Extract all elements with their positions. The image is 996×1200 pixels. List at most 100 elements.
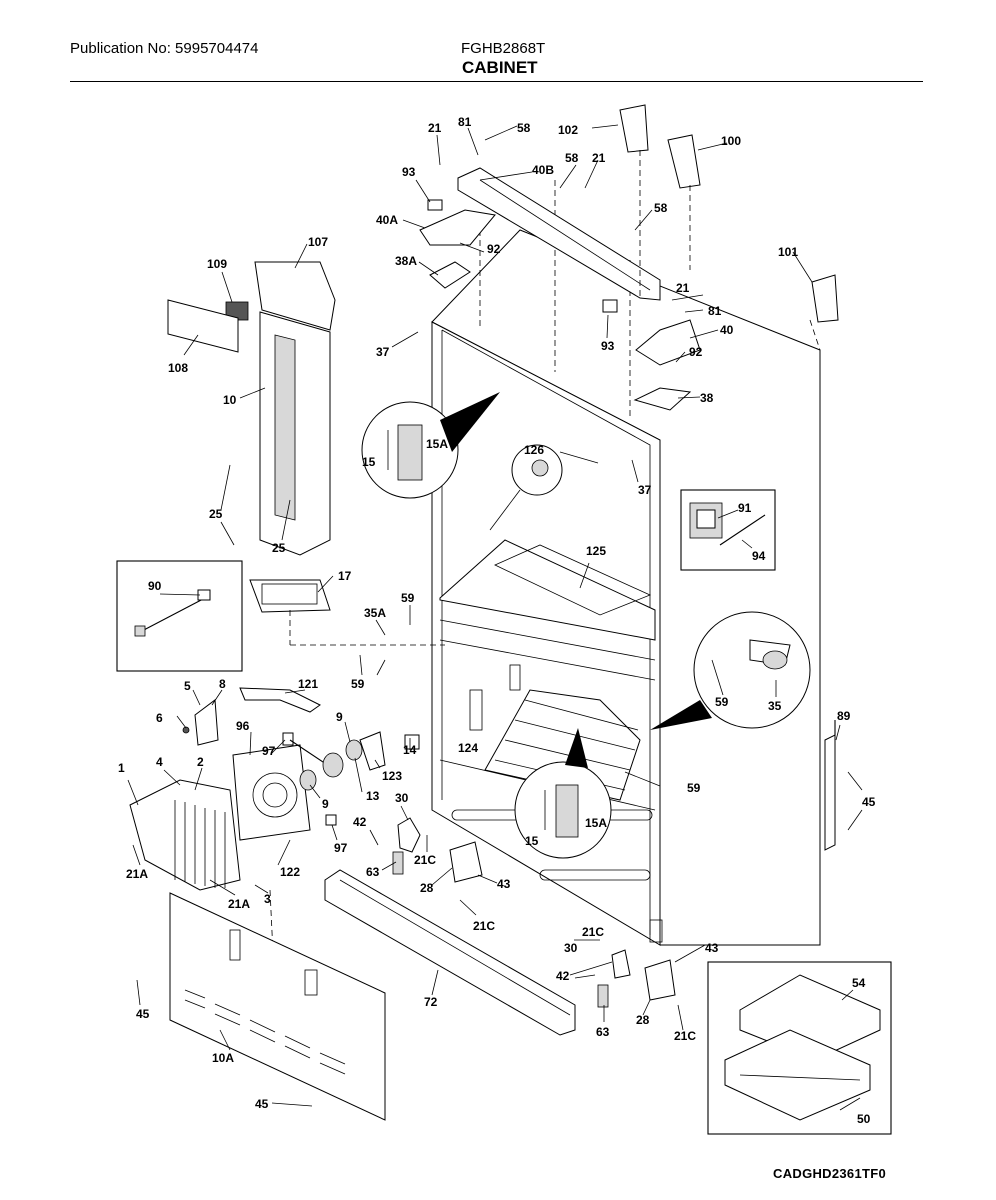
callout-label: 3 bbox=[264, 892, 271, 906]
callout-label: 25 bbox=[272, 541, 286, 555]
callout-label: 81 bbox=[458, 115, 472, 129]
callout-label: 1 bbox=[118, 761, 125, 775]
inset-box-50 bbox=[707, 961, 892, 1135]
callout-label: 37 bbox=[376, 345, 390, 359]
callout-label: 9 bbox=[336, 710, 343, 724]
callout-labels: 1 2 3 4 5 6 8 9 9 10 10A 13 14 15 15A 15… bbox=[118, 115, 876, 1126]
callout-label: 42 bbox=[353, 815, 367, 829]
callout-label: 90 bbox=[148, 579, 162, 593]
page-title: CABINET bbox=[462, 58, 538, 77]
callout-label: 81 bbox=[708, 304, 722, 318]
rear-access-panel bbox=[169, 892, 386, 1121]
callout-label: 43 bbox=[497, 877, 511, 891]
callout-label: 13 bbox=[366, 789, 380, 803]
callout-label: 37 bbox=[638, 483, 652, 497]
callout-label: 108 bbox=[168, 361, 188, 375]
callout-label: 93 bbox=[601, 339, 615, 353]
callout-label: 28 bbox=[636, 1013, 650, 1027]
callout-label: 43 bbox=[705, 941, 719, 955]
callout-label: 21 bbox=[676, 281, 690, 295]
side-panel-89 bbox=[824, 720, 836, 851]
callout-label: 40B bbox=[532, 163, 554, 177]
callout-label: 2 bbox=[197, 755, 204, 769]
callout-label: 93 bbox=[402, 165, 416, 179]
callout-label: 15 bbox=[525, 834, 539, 848]
callout-label: 102 bbox=[558, 123, 578, 137]
leader-lines bbox=[127, 124, 863, 1111]
callout-label: 97 bbox=[262, 744, 276, 758]
callout-label: 101 bbox=[778, 245, 798, 259]
callout-label: 123 bbox=[382, 769, 402, 783]
callout-label: 92 bbox=[689, 345, 703, 359]
callout-label: 63 bbox=[366, 865, 380, 879]
detail-callout-right bbox=[650, 611, 811, 730]
model-number: FGHB2868T bbox=[461, 40, 546, 57]
air-duct-assembly bbox=[167, 261, 445, 646]
callout-label: 126 bbox=[524, 443, 544, 457]
toe-grille bbox=[324, 869, 576, 1036]
callout-label: 4 bbox=[156, 755, 163, 769]
callout-label: 89 bbox=[837, 709, 851, 723]
callout-label: 14 bbox=[403, 743, 417, 757]
callout-label: 42 bbox=[556, 969, 570, 983]
callout-label: 72 bbox=[424, 995, 438, 1009]
callout-label: 40 bbox=[720, 323, 734, 337]
callout-label: 38A bbox=[395, 254, 417, 268]
callout-label: 124 bbox=[458, 741, 478, 755]
callout-label: 97 bbox=[334, 841, 348, 855]
callout-label: 30 bbox=[564, 941, 578, 955]
callout-label: 40A bbox=[376, 213, 398, 227]
callout-label: 58 bbox=[517, 121, 531, 135]
callout-label: 21C bbox=[674, 1029, 696, 1043]
condenser-fan-assembly bbox=[129, 687, 420, 996]
callout-label: 107 bbox=[308, 235, 328, 249]
callout-label: 28 bbox=[420, 881, 434, 895]
callout-label: 59 bbox=[351, 677, 365, 691]
callout-label: 121 bbox=[298, 677, 318, 691]
callout-label: 21 bbox=[428, 121, 442, 135]
detail-callout-126 bbox=[489, 444, 563, 531]
callout-label: 15 bbox=[362, 455, 376, 469]
detail-callout-upper bbox=[361, 392, 500, 499]
callout-label: 21A bbox=[126, 867, 148, 881]
callout-label: 94 bbox=[752, 549, 766, 563]
callout-label: 9 bbox=[322, 797, 329, 811]
callout-label: 91 bbox=[738, 501, 752, 515]
drawing-code: CADGHD2361TF0 bbox=[773, 1166, 886, 1181]
callout-label: 59 bbox=[401, 591, 415, 605]
callout-label: 45 bbox=[862, 795, 876, 809]
callout-label: 8 bbox=[219, 677, 226, 691]
callout-label: 59 bbox=[715, 695, 729, 709]
callout-label: 10A bbox=[212, 1051, 234, 1065]
inset-box-90 bbox=[116, 560, 243, 672]
header-rule bbox=[70, 81, 923, 82]
callout-label: 50 bbox=[857, 1112, 871, 1126]
callout-label: 21C bbox=[582, 925, 604, 939]
hinges bbox=[392, 817, 676, 1008]
callout-label: 100 bbox=[721, 134, 741, 148]
callout-label: 58 bbox=[654, 201, 668, 215]
callout-label: 59 bbox=[687, 781, 701, 795]
publication-number: Publication No: 5995704474 bbox=[70, 40, 259, 57]
callout-label: 96 bbox=[236, 719, 250, 733]
callout-label: 15A bbox=[585, 816, 607, 830]
top-brackets bbox=[419, 104, 839, 411]
callout-label: 15A bbox=[426, 437, 448, 451]
callout-label: 6 bbox=[156, 711, 163, 725]
callout-label: 122 bbox=[280, 865, 300, 879]
callout-label: 5 bbox=[184, 679, 191, 693]
callout-label: 25 bbox=[209, 507, 223, 521]
callout-label: 125 bbox=[586, 544, 606, 558]
callout-label: 45 bbox=[255, 1097, 269, 1111]
callout-label: 58 bbox=[565, 151, 579, 165]
detail-callout-lower bbox=[514, 728, 612, 859]
callout-label: 17 bbox=[338, 569, 352, 583]
callout-label: 21C bbox=[473, 919, 495, 933]
inset-box-91 bbox=[680, 489, 776, 571]
callout-label: 21A bbox=[228, 897, 250, 911]
callout-label: 92 bbox=[487, 242, 501, 256]
callout-label: 38 bbox=[700, 391, 714, 405]
callout-label: 30 bbox=[395, 791, 409, 805]
callout-label: 54 bbox=[852, 976, 866, 990]
